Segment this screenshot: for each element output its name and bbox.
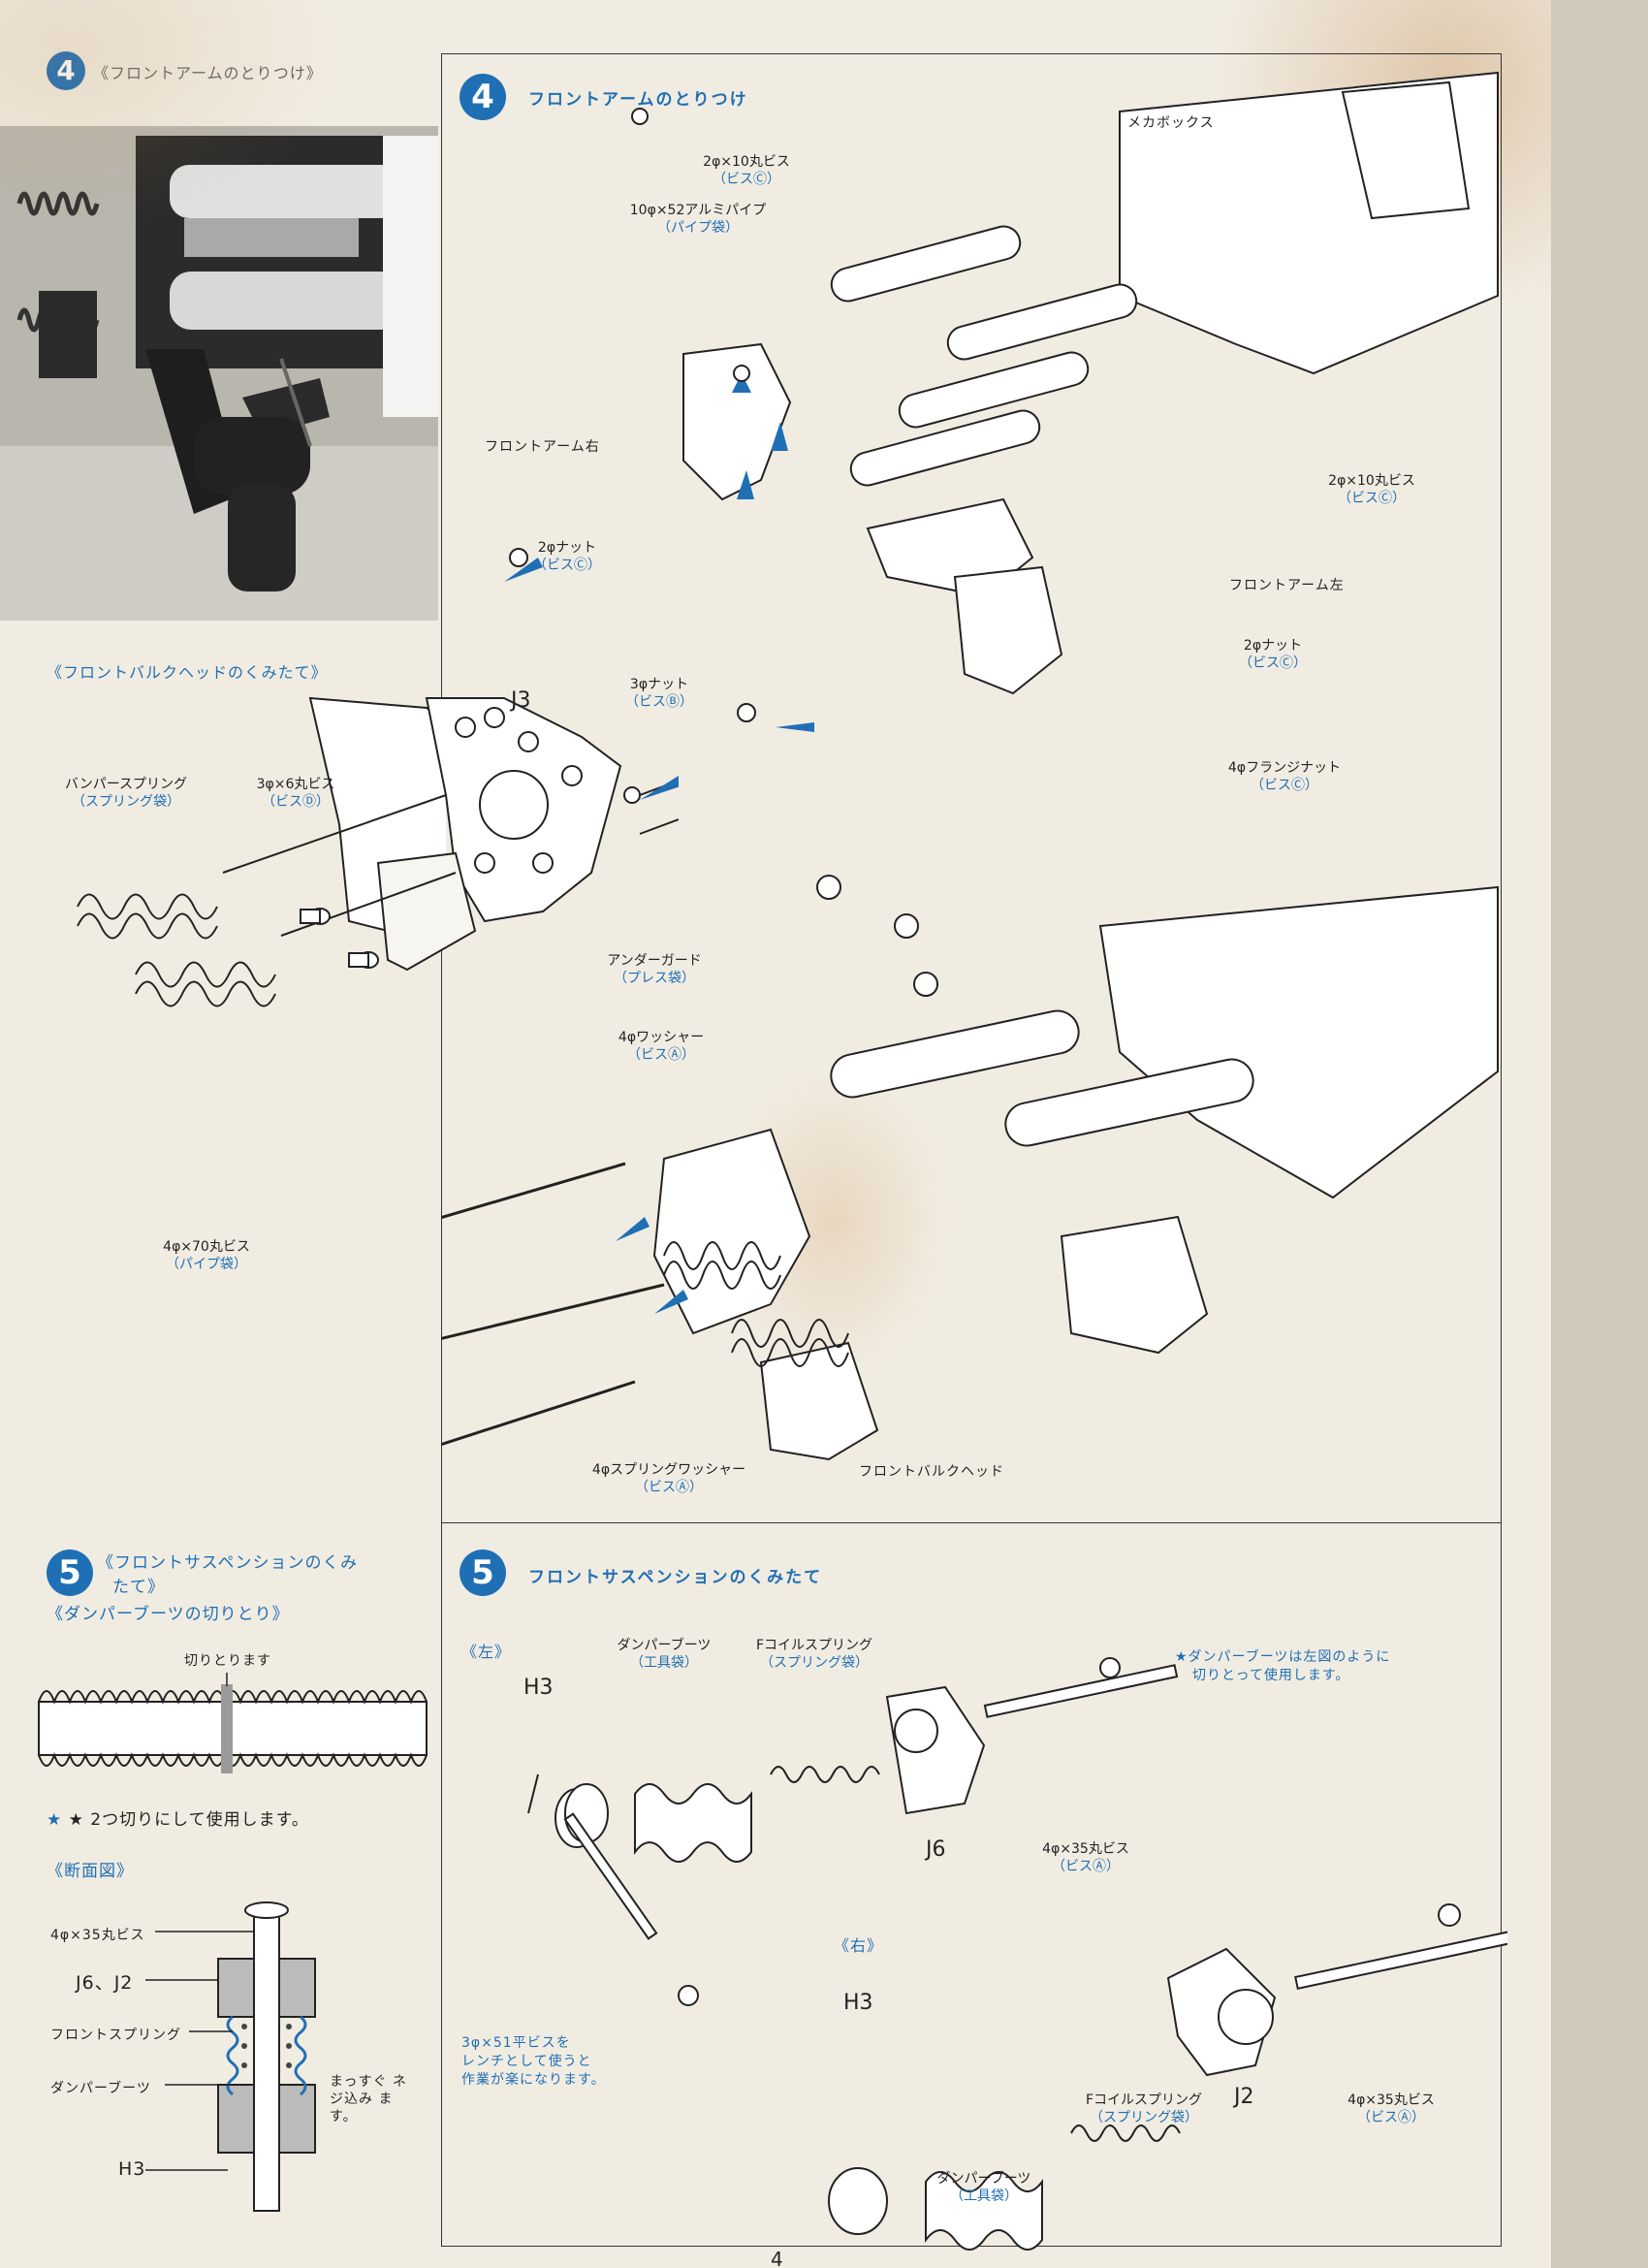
screw-4x35-right-label: 4φ×35丸ビス（ビスⒶ） [1347,2092,1435,2125]
h3-right-label: H3 [843,1991,873,2015]
bulkhead-label: フロントバルクヘッド [859,1464,1004,1480]
boot-left-label: ダンパーブーツ（工具袋） [617,1638,712,1671]
screw-4x70-label: 4φ×70丸ビス（パイプ袋） [163,1239,250,1272]
sec-boot-label: ダンパーブーツ [50,2081,151,2096]
bumper-spring-label: バンパースプリング（スプリング袋） [65,777,187,810]
j3-label: J3 [511,688,531,713]
wrench-tip: 3φ×51平ビスをレンチとして使うと作業が楽になります。 [461,2035,606,2088]
screw-2x10-b-label: 2φ×10丸ビス（ビスⒸ） [1328,473,1415,506]
left-view-label: 《左》 [461,1643,512,1661]
pipe-label: 10φ×52アルミパイプ（パイプ袋） [629,203,767,236]
boot-cut-title: 《ダンパーブーツの切りとり》 [47,1605,290,1624]
boot-note: ★ダンパーブーツは左図のように切りとって使用します。 [1175,1649,1391,1683]
step5-small-title-1: 《フロントサスペンションのくみ [97,1553,359,1573]
j6-label: J6 [926,1837,946,1862]
h3-left-label: H3 [523,1676,554,1700]
step4-small-badge: 4 [47,51,85,90]
sec-j6j2-label: J6、J2 [76,1972,134,1994]
nut-3-label: 3φナット（ビスⒷ） [625,677,693,710]
step5-small-title-2: たて》 [112,1578,165,1597]
screw-2x10-a-label: 2φ×10丸ビス（ビスⒸ） [703,154,790,187]
step4-small-title: 《フロントアームのとりつけ》 [93,64,323,82]
under-guard-label: アンダーガード（プレス袋） [607,953,702,986]
front-arm-photo [0,126,438,621]
section-diagram [145,1901,316,2212]
arm-right-label: フロントアーム右 [485,439,600,455]
page-edge-background [1551,0,1648,2268]
bulkhead-title: 《フロントバルクヘッドのくみたて》 [47,663,328,682]
step5-small-badge: 5 [47,1549,93,1596]
nut-2-b-label: 2φナット（ビスⒸ） [1239,638,1307,671]
nut-2-a-label: 2φナット（ビスⒸ） [533,540,601,573]
step4-title: フロントアームのとりつけ [528,90,748,110]
section-title: 《断面図》 [47,1862,134,1881]
mecha-box-label: メカボックス [1127,115,1215,131]
step4-badge: 4 [460,74,506,120]
cut-note: ★ ★ 2つ切りにして使用します。 [47,1810,309,1830]
sec-spring-label: フロントスプリング [50,2028,181,2043]
sec-straight-label: まっすぐ ネジ込み ます。 [330,2074,407,2124]
sec-h3-label: H3 [118,2158,146,2180]
bulkhead-parts [77,697,679,1007]
fspring-right-label: Fコイルスプリング（スプリング袋） [1085,2092,1203,2125]
damper-boot-strip [38,1673,428,1773]
page-number: 4 [771,2248,784,2268]
right-view-label: 《右》 [834,1936,884,1955]
cut-here-label: 切りとります [184,1653,271,1669]
flange-nut-label: 4φフランジナット（ビスⒸ） [1227,760,1342,793]
step-divider [441,1522,1502,1523]
screw-4x35-left-label: 4φ×35丸ビス（ビスⒶ） [1042,1841,1129,1874]
boot-right-label: ダンパーブーツ（工具袋） [936,2171,1031,2204]
step5-badge: 5 [460,1549,506,1596]
sec-screw-label: 4φ×35丸ビス [50,1928,145,1943]
step5-diagram [527,1657,1507,2251]
fspring-left-label: Fコイルスプリング（スプリング袋） [755,1638,873,1671]
washer-label: 4φワッシャー（ビスⒶ） [618,1030,705,1063]
step5-title: フロントサスペンションのくみたて [528,1568,823,1587]
j2-label: J2 [1234,2085,1254,2109]
arm-left-label: フロントアーム左 [1229,578,1345,593]
step4-exploded-diagram [441,71,1499,1461]
spring-washer-label: 4φスプリングワッシャー（ビスⒶ） [591,1462,746,1495]
manual-page: 4 《フロントアームのとりつけ》 《フロントバルクヘッドのくみたて》 [0,0,1551,2268]
screw-3x6-label: 3φ×6丸ビス（ビスⒹ） [256,777,335,810]
